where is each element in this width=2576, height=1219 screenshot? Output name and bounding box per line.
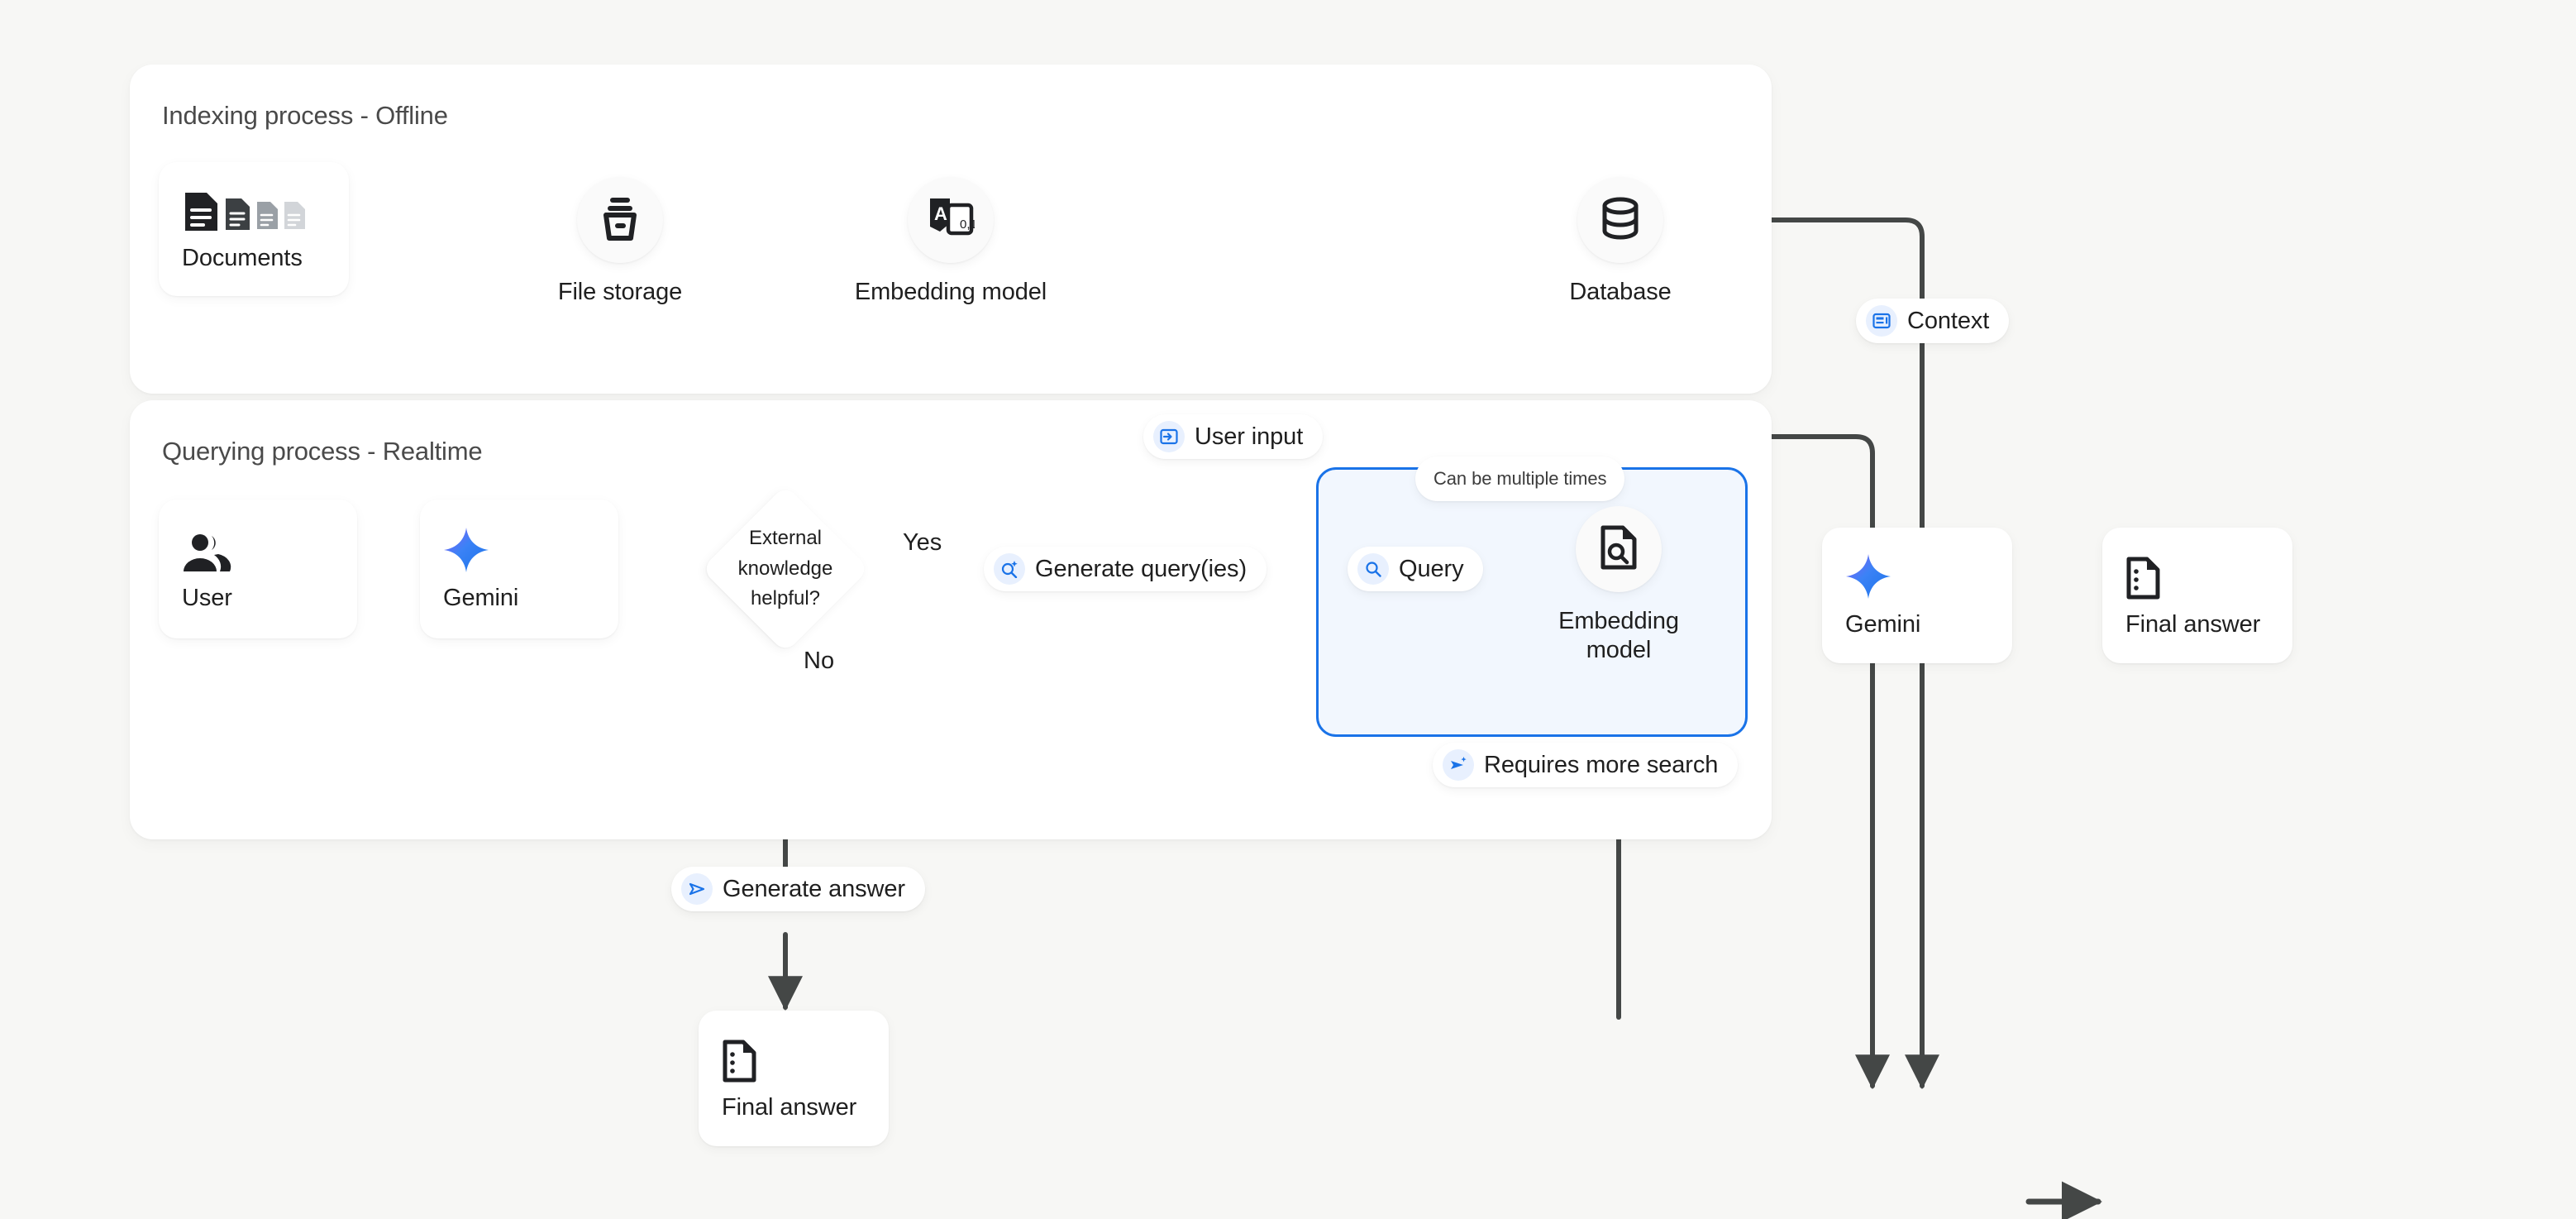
- search-icon: [1357, 553, 1389, 585]
- pill-generate-answer[interactable]: Generate answer: [671, 867, 925, 911]
- input-arrow-icon: [1153, 421, 1185, 452]
- documents-stack-icon: [182, 187, 349, 233]
- node-final-answer-bottom-label: Final answer: [722, 1093, 857, 1121]
- node-gemini-2-label: Gemini: [1845, 610, 1921, 638]
- database-icon: [1599, 196, 1642, 245]
- node-gemini-2[interactable]: Gemini: [1822, 528, 2012, 663]
- pill-context[interactable]: Context: [1856, 299, 2010, 343]
- pill-generate-queries-label: Generate query(ies): [1035, 555, 1247, 582]
- file-storage-icon: [599, 196, 641, 245]
- pill-query[interactable]: Query: [1348, 547, 1484, 591]
- answer-document-icon: [722, 1036, 889, 1083]
- send-icon: [681, 873, 713, 905]
- node-embedding-model-query-label: Embedding model: [1558, 608, 1679, 664]
- pill-query-label: Query: [1399, 555, 1464, 582]
- node-documents-label: Documents: [182, 244, 303, 271]
- pill-generate-answer-label: Generate answer: [723, 875, 905, 902]
- node-gemini-1-label: Gemini: [443, 584, 519, 611]
- node-database[interactable]: Database: [1569, 177, 1672, 307]
- node-embedding-model[interactable]: 0,1 A Embedding model: [855, 177, 1047, 307]
- gemini-sparkle-icon: [1845, 553, 2012, 600]
- node-gemini-1[interactable]: Gemini: [420, 500, 618, 638]
- context-article-icon: [1866, 305, 1897, 337]
- node-user[interactable]: User: [159, 500, 357, 638]
- node-database-label: Database: [1569, 279, 1672, 305]
- decision-label: External knowledge helpful?: [737, 527, 833, 610]
- node-final-answer-right-label: Final answer: [2125, 610, 2261, 638]
- embedding-model-icon: 0,1 A: [927, 195, 977, 246]
- pill-user-input-label: User input: [1195, 423, 1304, 450]
- search-sparkle-icon: [994, 553, 1025, 585]
- node-decision-external-knowledge[interactable]: External knowledge helpful?: [701, 485, 870, 653]
- node-file-storage-label: File storage: [557, 279, 683, 305]
- node-final-answer-bottom[interactable]: Final answer: [699, 1011, 889, 1146]
- node-embedding-model-query[interactable]: Embedding model: [1558, 506, 1679, 666]
- node-user-label: User: [182, 584, 232, 611]
- pill-generate-queries[interactable]: Generate query(ies): [984, 547, 1267, 591]
- user-group-icon: [182, 527, 357, 573]
- document-search-icon: [1599, 525, 1639, 574]
- node-final-answer-right[interactable]: Final answer: [2102, 528, 2292, 663]
- pill-requires-more-search-label: Requires more search: [1484, 751, 1719, 778]
- svg-text:A: A: [934, 203, 947, 224]
- edge-label-no: No: [804, 648, 835, 674]
- svg-text:0,1: 0,1: [960, 218, 975, 232]
- gemini-sparkle-icon: [443, 527, 618, 573]
- group-retrieval-loop: [1316, 467, 1748, 737]
- node-embedding-model-label: Embedding model: [854, 279, 1047, 305]
- pill-can-be-multiple-times-label: Can be multiple times: [1433, 468, 1607, 489]
- pill-requires-more-search[interactable]: Requires more search: [1433, 743, 1739, 787]
- panel-indexing-title: Indexing process - Offline: [162, 101, 448, 130]
- pill-context-label: Context: [1907, 307, 1990, 334]
- answer-document-icon: [2125, 553, 2292, 600]
- node-file-storage[interactable]: File storage: [558, 177, 682, 307]
- send-sparkle-icon: [1443, 749, 1474, 781]
- pill-user-input[interactable]: User input: [1143, 414, 1324, 459]
- panel-querying-title: Querying process - Realtime: [162, 437, 483, 466]
- node-documents[interactable]: Documents: [159, 162, 349, 296]
- pill-can-be-multiple-times: Can be multiple times: [1415, 457, 1625, 501]
- edge-label-yes: Yes: [903, 529, 942, 556]
